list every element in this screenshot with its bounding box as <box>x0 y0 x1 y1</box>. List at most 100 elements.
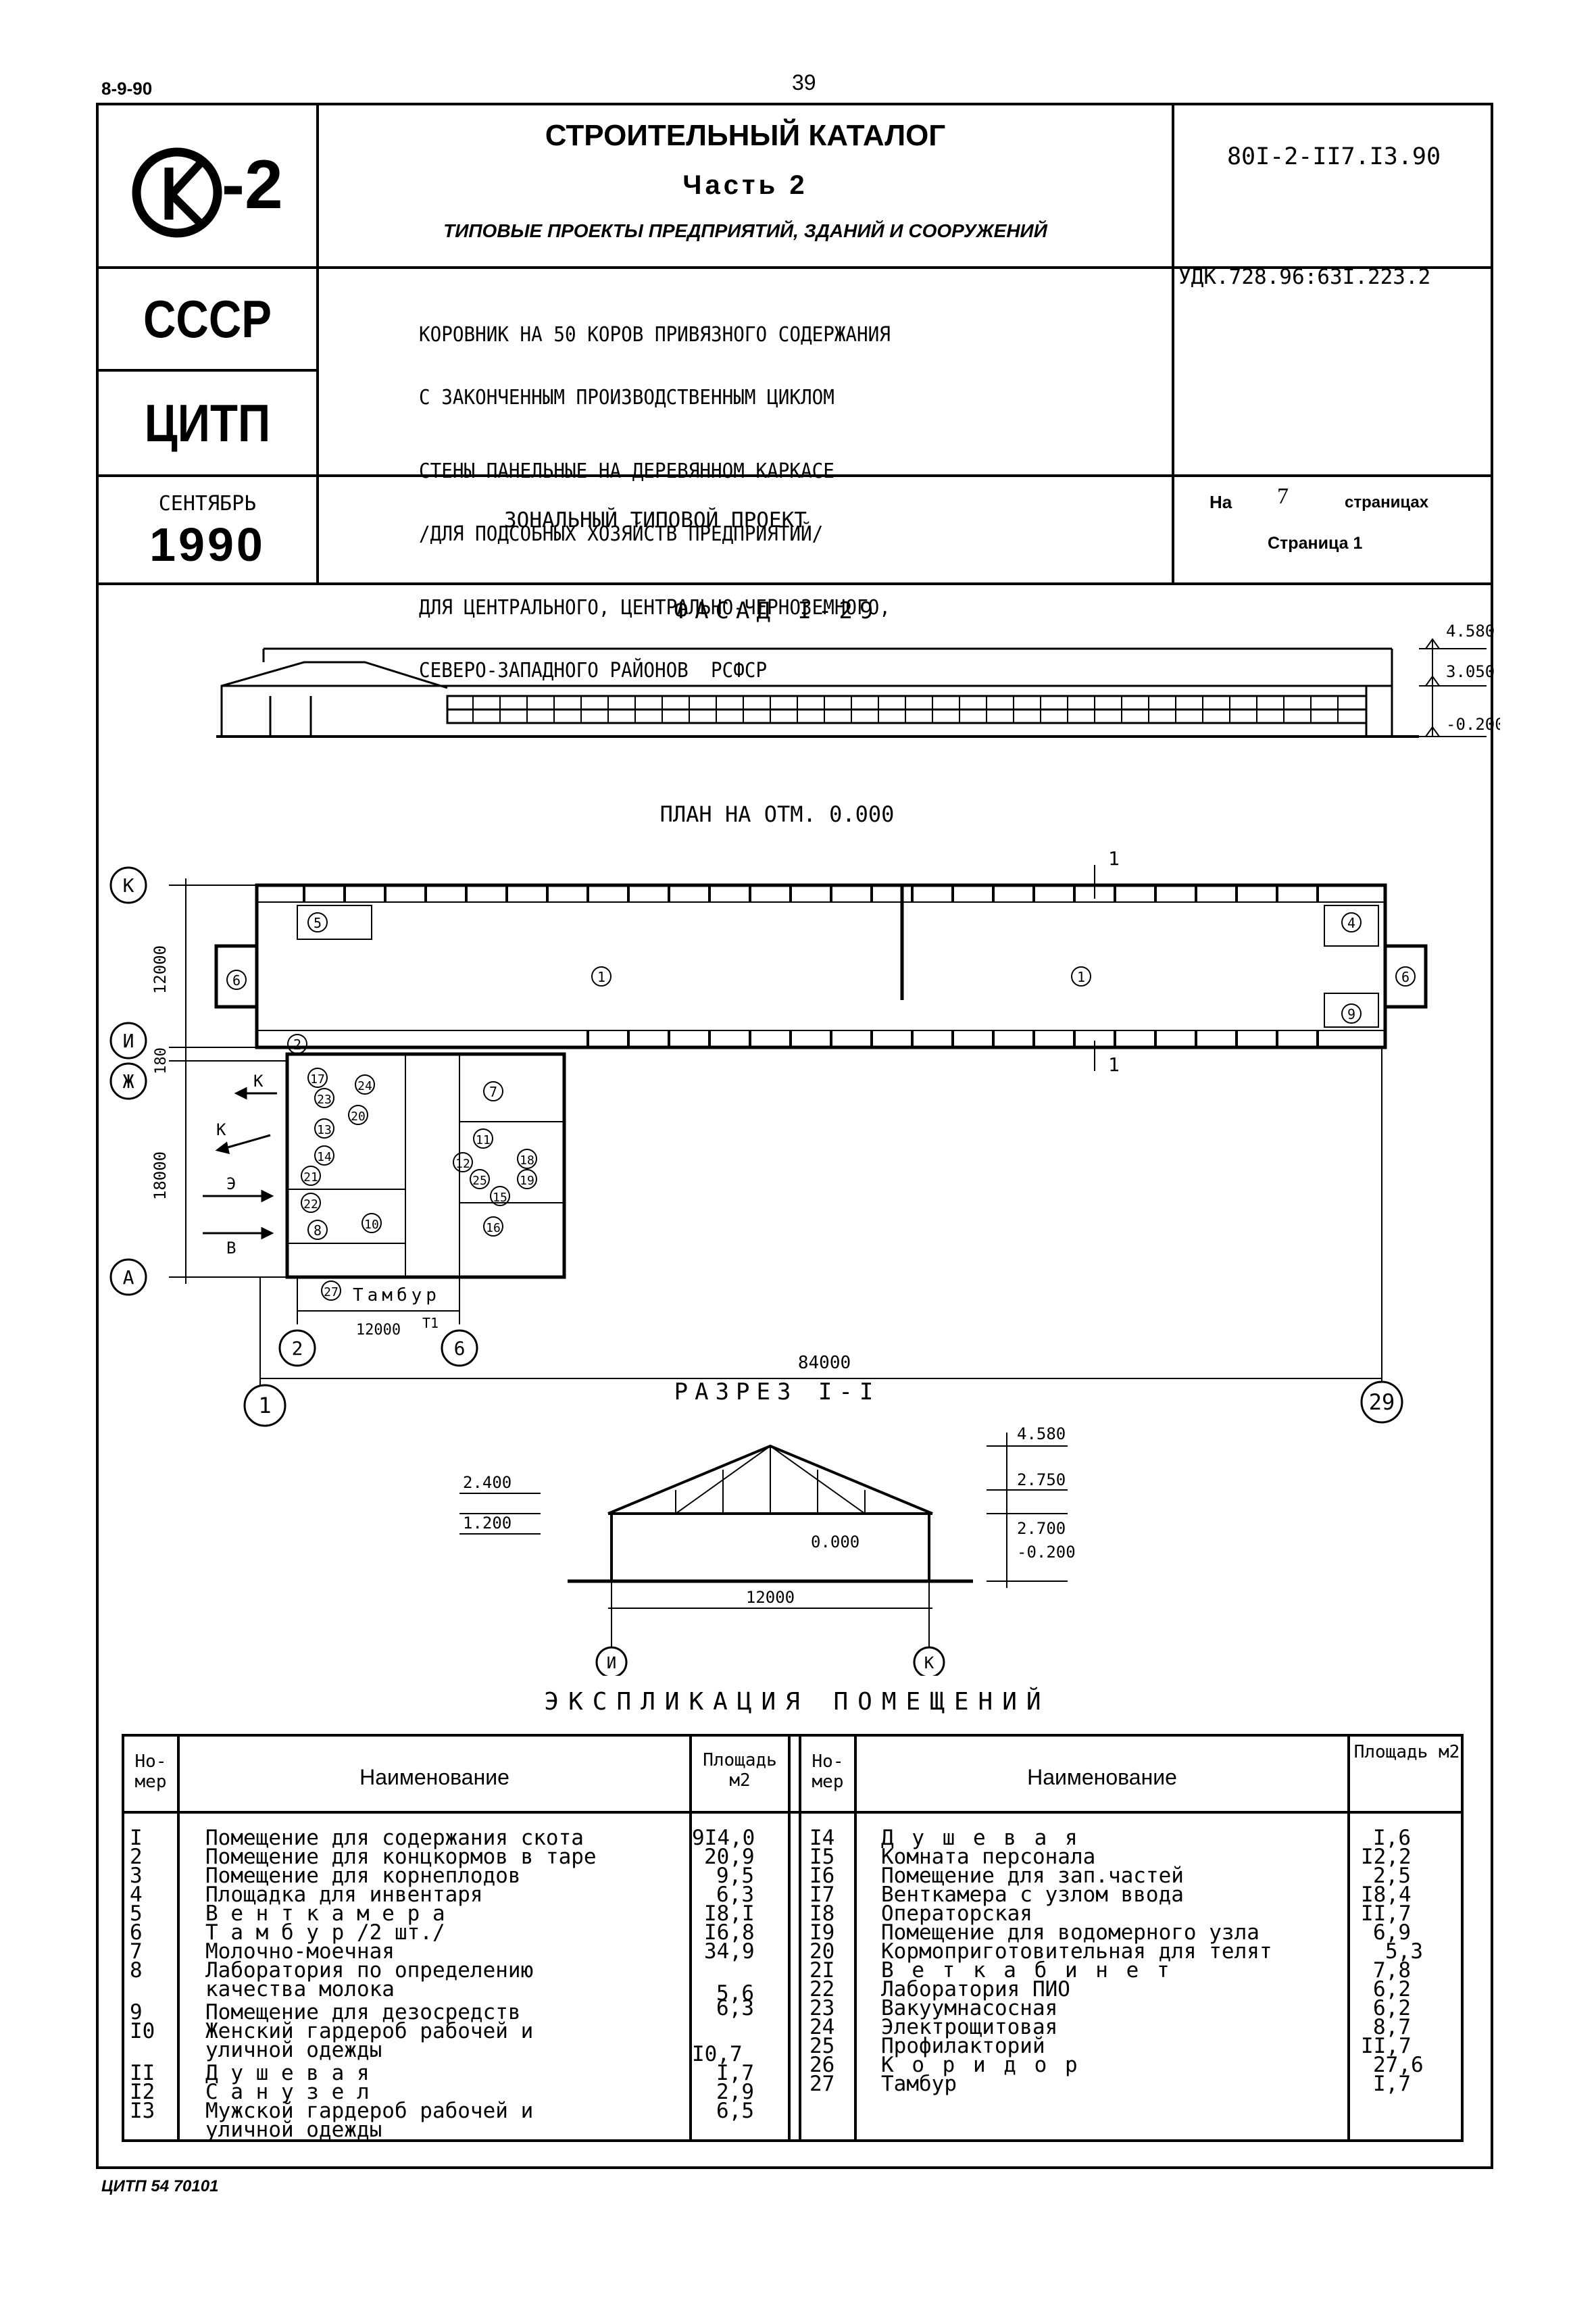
room-number: 5 <box>314 915 322 931</box>
row-num: I4 <box>809 1826 835 1850</box>
row-num: 3 <box>130 1864 143 1888</box>
plan-axis-label: 6 <box>454 1337 466 1360</box>
section-mark: 1 <box>1108 1053 1120 1076</box>
row-name: Лаборатория по определению <box>205 1958 534 1983</box>
floor-mark: 0.000 <box>811 1533 859 1551</box>
row-area: 5,3 <box>1385 1939 1423 1964</box>
ck-logo-icon <box>132 147 222 238</box>
plan-dimension: 180 <box>153 1047 170 1074</box>
row-num: I8 <box>809 1901 835 1926</box>
org-name: ЦИТП <box>144 393 271 453</box>
plan-dimension: 12000 <box>151 945 170 994</box>
row-name: Площадка для инвентаря <box>205 1883 483 1907</box>
explication-table <box>122 1734 1464 2142</box>
row-area: 7,8 <box>1373 1958 1411 1983</box>
row-num: 26 <box>809 2053 835 2077</box>
row-name: Операторская <box>881 1901 1032 1926</box>
room-number: 6 <box>1401 969 1410 985</box>
room-number: 15 <box>493 1191 507 1205</box>
page-frame <box>96 103 1493 2169</box>
row-area: 5,6 <box>716 1981 754 2006</box>
room-number: 21 <box>303 1170 318 1185</box>
facade-mark: 3.050 <box>1446 662 1495 681</box>
row-area: 6,3 <box>716 1883 754 1907</box>
table-col-divider <box>177 1734 180 2142</box>
row-num: 5 <box>130 1901 143 1926</box>
room-number: 8 <box>314 1222 322 1239</box>
row-num: 7 <box>130 1939 143 1964</box>
section-title: РАЗРЕЗ I-I <box>674 1378 880 1405</box>
row-name: Помещение для дезосредств <box>205 2000 521 2024</box>
row-name: В е н т к а м е р а <box>205 1901 445 1926</box>
row-name: Мужской гардероб рабочей и <box>205 2099 534 2123</box>
row-area: 2,5 <box>1373 1864 1411 1888</box>
section-axis-label: К <box>924 1653 934 1672</box>
row-name: Тамбур <box>881 2072 957 2096</box>
room-number: 17 <box>310 1072 325 1087</box>
plan-axis-label: К <box>123 874 134 897</box>
pages-count: 7 <box>1277 484 1289 509</box>
room-number: 7 <box>489 1084 497 1100</box>
facade-drawing: 4.580 3.050 -0.200 <box>216 622 1500 738</box>
row-area: 20,9 <box>704 1845 755 1869</box>
row-area: 6,9 <box>1373 1920 1411 1945</box>
row-num: I <box>130 1826 143 1850</box>
facade-mark: -0.200 <box>1446 715 1500 734</box>
header-name: Наименование <box>1027 1765 1177 1789</box>
room-number: 27 <box>324 1285 339 1299</box>
project-title-line: СЕВЕРО-ЗАПАДНОГО РАЙОНОВ РСФСР <box>419 659 768 682</box>
plan-dimension: 18000 <box>151 1151 170 1200</box>
section-mark: 1.200 <box>463 1514 512 1533</box>
section-axis-label: И <box>607 1653 616 1672</box>
row-area: 2,9 <box>716 2080 754 2104</box>
section-mark: 1 <box>1108 847 1120 870</box>
row-name: В е т к а б и н е т <box>881 1958 1172 1983</box>
header-num: Но-мер <box>134 1751 167 1792</box>
page-number: 39 <box>792 70 816 95</box>
logo-text: -2 <box>222 146 283 223</box>
room-number: 22 <box>303 1197 318 1212</box>
row-num: I7 <box>809 1883 835 1907</box>
row-name: С а н у з е л <box>205 2080 370 2104</box>
row-name: качества молока <box>205 1977 395 2001</box>
row-name: Д у ш е в а я <box>205 2061 370 2085</box>
row-area: I,7 <box>1373 2072 1411 2096</box>
room-number: 1 <box>597 969 605 985</box>
row-name: уличной одежды <box>205 2038 382 2062</box>
row-name: Помещение для корнеплодов <box>205 1864 521 1888</box>
plan-title: ПЛАН НА ОТМ. 0.000 <box>659 801 895 827</box>
plan-axis-label: 2 <box>292 1337 303 1360</box>
room-number: 14 <box>317 1150 332 1164</box>
pages-suffix: страницах <box>1345 493 1429 512</box>
room-number: 2 <box>293 1037 301 1053</box>
table-col-divider <box>689 1734 692 2142</box>
row-num: 22 <box>809 1977 835 2001</box>
row-name: Кормоприготовительная для телят <box>881 1939 1272 1964</box>
row-num: I3 <box>130 2099 155 2123</box>
room-number: 9 <box>1347 1006 1355 1022</box>
footer-code: ЦИТП 54 70101 <box>101 2177 219 2195</box>
row-num: 25 <box>809 2034 835 2058</box>
row-area: II,7 <box>1361 1901 1412 1926</box>
row-area: 9I4,0 <box>692 1826 755 1850</box>
row-name: Лаборатория ПИО <box>881 1977 1070 2001</box>
section-span: 12000 <box>746 1588 795 1607</box>
room-number: 19 <box>520 1174 534 1188</box>
room-number: 18 <box>520 1153 534 1168</box>
page-label: Страница 1 <box>1268 534 1363 553</box>
section-drawing: 2.400 1.200 4.580 2.750 2.700 -0.200 0.0… <box>459 1424 1076 1676</box>
floor-plan-drawing: К И Ж А 1 2 6 29 12000 180 18000 12000 8… <box>109 847 1428 1427</box>
row-area: I2,2 <box>1361 1845 1412 1869</box>
pages-prefix: На <box>1210 492 1232 512</box>
facade-title: ФАСАД I-29 <box>674 597 880 624</box>
row-area: I,6 <box>1373 1826 1411 1850</box>
entry-label: К <box>253 1072 264 1091</box>
plan-axis-label: 29 <box>1369 1389 1395 1415</box>
room-number: 24 <box>357 1079 372 1093</box>
room-number: 6 <box>232 972 241 989</box>
header-name: Наименование <box>359 1765 509 1789</box>
room-number: 16 <box>486 1221 501 1235</box>
tambur-label: Тамбур <box>353 1285 441 1305</box>
row-num: II <box>130 2061 155 2085</box>
project-code: 80I-2-II7.I3.90 <box>1226 143 1441 170</box>
